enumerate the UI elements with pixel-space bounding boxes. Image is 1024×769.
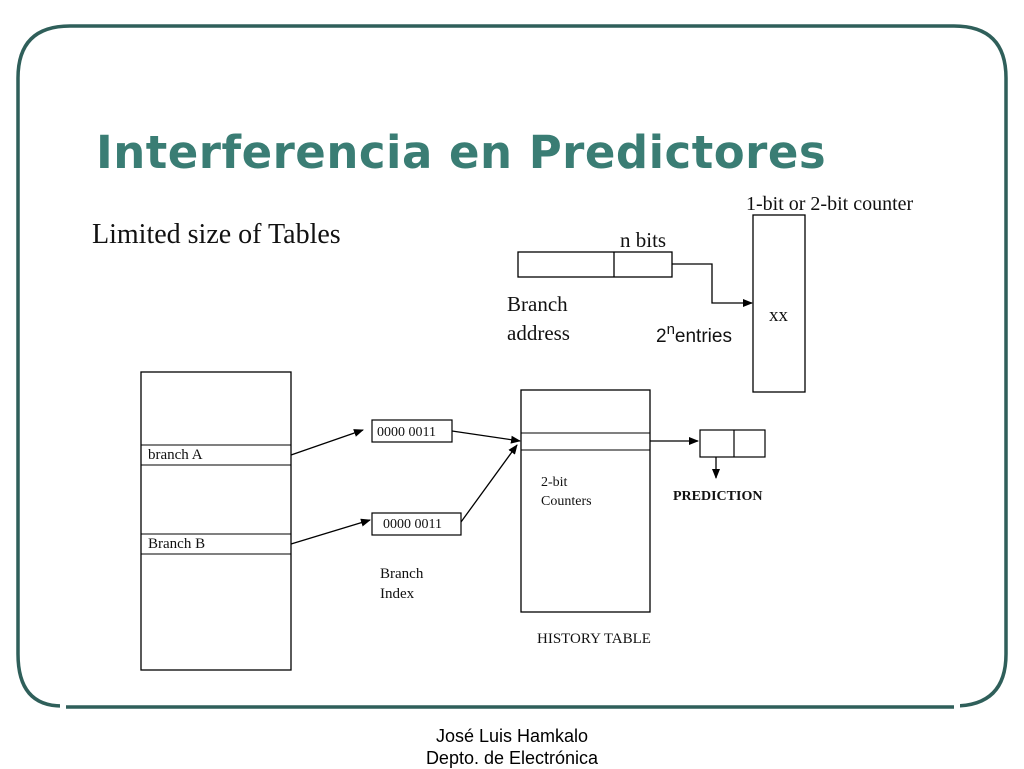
branch-index-label: Branch — [380, 566, 424, 582]
index-b-value: 0000 0011 — [383, 517, 442, 532]
counters-label: 2-bit — [541, 475, 568, 490]
n-bits-label: n bits — [620, 228, 666, 252]
branch-a-label: branch A — [148, 447, 203, 463]
entries-label: 2nentries — [656, 321, 732, 347]
prediction-label: PREDICTION — [673, 489, 762, 504]
counter-table-label: 1-bit or 2-bit counter — [746, 193, 914, 215]
subtitle: Limited size of Tables — [92, 219, 341, 250]
branch-index-label-2: Index — [380, 586, 415, 602]
top-diagram: n bits Branch address 2nentries 1-bit or… — [507, 193, 914, 393]
counter-table — [752, 214, 806, 393]
program-table — [140, 371, 292, 671]
index-a-value: 0000 0011 — [377, 425, 436, 440]
branch-b-label: Branch B — [148, 536, 205, 552]
counters-label-2: Counters — [541, 494, 592, 509]
index-arrow — [672, 263, 753, 307]
history-table — [520, 389, 651, 613]
footer-department: Depto. de Electrónica — [425, 748, 599, 768]
footer-author: José Luis Hamkalo — [435, 726, 589, 746]
branch-address-label-2: address — [507, 321, 570, 345]
history-table-label: HISTORY TABLE — [537, 631, 651, 647]
slide-title: Interferencia en Predictores — [96, 126, 827, 179]
branch-address-box — [517, 251, 673, 278]
branch-address-label: Branch — [507, 292, 568, 316]
counter-cell-value: xx — [769, 305, 789, 326]
index-box-b — [371, 512, 462, 536]
prediction-box — [699, 429, 766, 458]
bottom-diagram: branch A Branch B 0000 0011 0000 0011 Br… — [140, 371, 766, 671]
